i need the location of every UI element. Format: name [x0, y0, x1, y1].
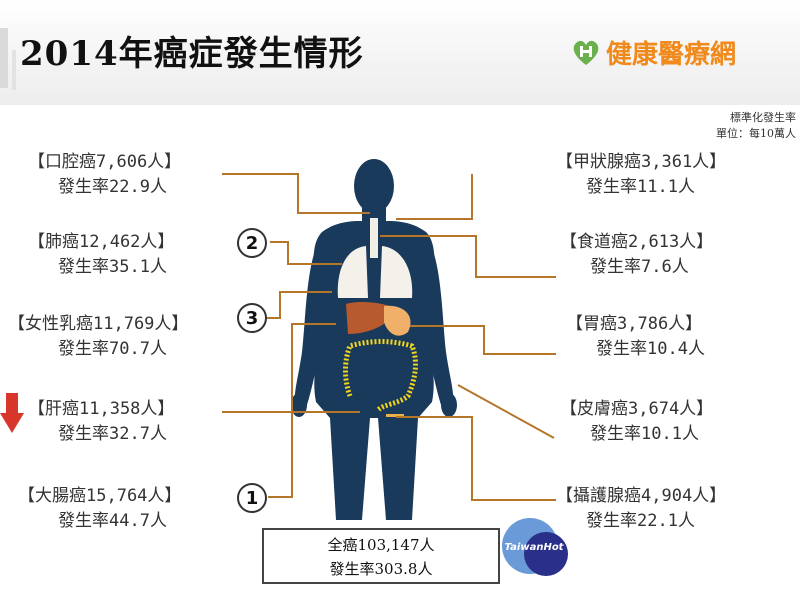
label-name: 【攝護腺癌4,904人】 — [556, 486, 727, 506]
label-esophageal-cancer: 【食道癌2,613人】 發生率7.6人 — [560, 230, 713, 280]
label-name: 【肝癌11,358人】 — [28, 399, 175, 419]
label-rate: 發生率22.1人 — [586, 511, 695, 531]
lungs-shape — [337, 246, 368, 298]
unit-note: 標準化發生率 單位：每10萬人 — [716, 110, 796, 142]
connector-lines — [222, 173, 556, 501]
watermark-text: TaiwanHot — [505, 542, 565, 553]
header-bar: 2014年癌症發生情形 健康醫療網 — [0, 0, 800, 105]
stomach-shape — [384, 305, 411, 336]
trachea-shape — [370, 218, 378, 258]
liver-shape — [346, 302, 396, 334]
label-thyroid-cancer: 【甲狀腺癌3,361人】 發生率11.1人 — [556, 150, 726, 200]
lungs-shape — [380, 246, 413, 298]
label-rate: 發生率70.7人 — [58, 339, 167, 359]
label-oral-cancer: 【口腔癌7,606人】 發生率22.9人 — [28, 150, 181, 200]
decor-bar — [12, 50, 16, 90]
colon-shape — [343, 339, 418, 412]
rank-badge-1: 1 — [237, 483, 267, 513]
label-name: 【口腔癌7,606人】 — [28, 152, 182, 172]
unit-note-line: 單位：每10萬人 — [716, 127, 796, 140]
label-breast-cancer: 【女性乳癌11,769人】 發生率70.7人 — [8, 312, 188, 362]
page-title: 2014年癌症發生情形 — [20, 34, 364, 74]
label-name: 【大腸癌15,764人】 — [18, 486, 182, 506]
total-rate: 發生率303.8人 — [329, 560, 433, 578]
label-skin-cancer: 【皮膚癌3,674人】 發生率10.1人 — [560, 397, 713, 447]
label-liver-cancer: 【肝癌11,358人】 發生率32.7人 — [28, 397, 174, 447]
label-colorectal-cancer: 【大腸癌15,764人】 發生率44.7人 — [18, 484, 181, 534]
label-prostate-cancer: 【攝護腺癌4,904人】 發生率22.1人 — [556, 484, 726, 534]
total-count: 全癌103,147人 — [327, 536, 435, 554]
unit-note-line: 標準化發生率 — [730, 111, 796, 124]
label-name: 【食道癌2,613人】 — [560, 232, 714, 252]
label-rate: 發生率32.7人 — [58, 424, 167, 444]
rank-badge-2: 2 — [237, 228, 267, 258]
label-name: 【甲狀腺癌3,361人】 — [556, 152, 727, 172]
label-rate: 發生率22.9人 — [58, 177, 167, 197]
brand-logo: 健康醫療網 — [570, 36, 737, 70]
label-rate: 發生率35.1人 — [58, 257, 167, 277]
rank-badge-3: 3 — [237, 303, 267, 333]
logo-text: 健康醫療網 — [606, 39, 737, 70]
logo-heart-icon — [573, 40, 599, 65]
down-arrow-icon — [0, 393, 24, 433]
label-name: 【胃癌3,786人】 — [566, 314, 703, 334]
label-lung-cancer: 【肺癌12,462人】 發生率35.1人 — [28, 230, 174, 280]
label-rate: 發生率10.1人 — [590, 424, 699, 444]
label-name: 【女性乳癌11,769人】 — [8, 314, 189, 334]
total-summary-box: 全癌103,147人 發生率303.8人 — [262, 528, 500, 584]
label-rate: 發生率10.4人 — [596, 339, 705, 359]
decor-bar — [0, 28, 8, 88]
prostate-marker — [386, 414, 404, 417]
label-stomach-cancer: 【胃癌3,786人】 發生率10.4人 — [566, 312, 705, 362]
label-rate: 發生率7.6人 — [590, 257, 689, 277]
label-name: 【皮膚癌3,674人】 — [560, 399, 714, 419]
label-rate: 發生率11.1人 — [586, 177, 695, 197]
taiwanhot-watermark-logo: TaiwanHot — [502, 518, 568, 576]
label-name: 【肺癌12,462人】 — [28, 232, 175, 252]
label-rate: 發生率44.7人 — [58, 511, 167, 531]
